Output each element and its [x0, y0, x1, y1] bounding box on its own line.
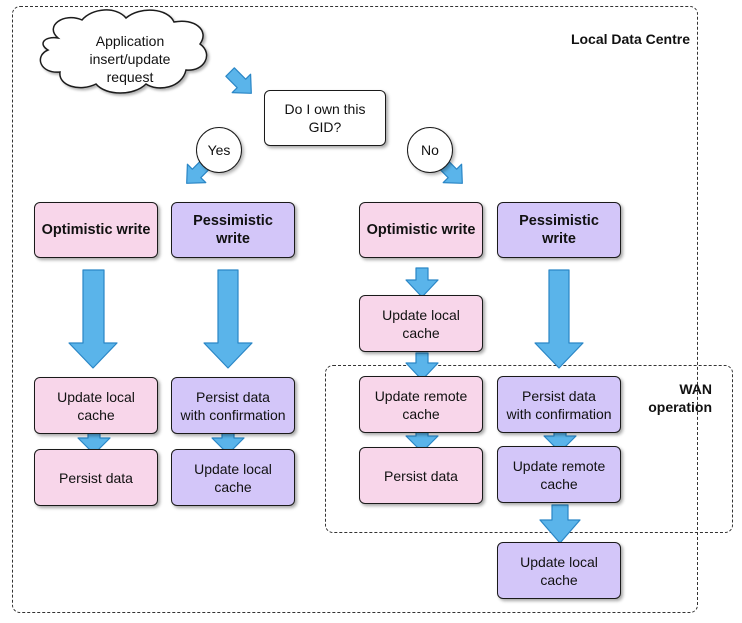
col4-step3-line2: cache [540, 571, 578, 588]
col2-step1-line2: with confirmation [180, 406, 286, 423]
request-line3: request [106, 69, 154, 85]
arrow-col1-big-icon [68, 269, 118, 369]
local-data-centre-frame [12, 6, 698, 613]
col2-update-local-cache: Update local cache [171, 449, 295, 506]
col1-optimistic-write-header: Optimistic write [34, 202, 158, 258]
col4-step3-line1: Update local [520, 553, 598, 570]
col4-step2-line1: Update remote [512, 457, 606, 474]
arrow-col3-top-icon [405, 267, 439, 298]
col3-step1-line1: Update local [382, 306, 460, 323]
decision-line2: GID? [308, 119, 342, 135]
no-badge: No [407, 127, 453, 173]
arrow-col4-bottom-icon [539, 504, 581, 544]
col4-step1-line2: with confirmation [506, 405, 612, 422]
yes-badge: Yes [196, 127, 242, 173]
col3-step1-line2: cache [402, 324, 440, 341]
arrow-col3-mid-icon [405, 352, 439, 381]
col1-step1-line2: cache [77, 406, 115, 423]
col2-header-line1: Pessimistic [193, 213, 273, 229]
col3-step2-line1: Update remote [374, 387, 468, 404]
col3-step2-line2: cache [402, 405, 440, 422]
request-cloud-label: Application insert/update request [60, 32, 200, 86]
col2-header-line2: write [216, 231, 250, 247]
request-line2: insert/update [89, 51, 171, 67]
col3-update-local-cache: Update local cache [359, 295, 483, 352]
local-data-centre-label: Local Data Centre [570, 31, 690, 47]
col4-header-line2: write [542, 231, 576, 247]
col4-step1-line1: Persist data [522, 387, 596, 404]
wan-operation-frame [325, 365, 733, 533]
col3-persist-data: Persist data [359, 447, 483, 504]
col2-step2-line2: cache [214, 478, 252, 495]
col1-persist-data: Persist data [34, 449, 158, 506]
col4-update-local-cache: Update local cache [497, 542, 621, 599]
arrow-cloud-to-decision-icon [225, 67, 252, 94]
wan-operation-label: WAN operation [620, 380, 712, 416]
col2-pessimistic-write-header: Pessimistic write [171, 202, 295, 258]
col3-update-remote-cache: Update remote cache [359, 376, 483, 433]
col2-persist-data-with-confirmation: Persist data with confirmation [171, 377, 295, 434]
decision-box: Do I own this GID? [264, 90, 386, 146]
col3-optimistic-write-header: Optimistic write [359, 202, 483, 258]
col4-update-remote-cache: Update remote cache [497, 446, 621, 503]
wan-label-line1: WAN [679, 381, 712, 397]
arrow-col4-big-icon [534, 269, 584, 369]
col2-step2-line1: Update local [194, 460, 272, 477]
request-cloud-icon [39, 9, 208, 94]
col2-step1-line1: Persist data [196, 388, 270, 405]
decision-line1: Do I own this [284, 101, 366, 117]
col1-step1-line1: Update local [57, 388, 135, 405]
col4-step2-line2: cache [540, 475, 578, 492]
col1-update-local-cache: Update local cache [34, 377, 158, 434]
wan-label-line2: operation [648, 399, 712, 415]
arrow-col2-big-icon [203, 269, 253, 369]
col4-header-line1: Pessimistic [519, 213, 599, 229]
col4-pessimistic-write-header: Pessimistic write [497, 202, 621, 258]
col4-persist-data-with-confirmation: Persist data with confirmation [497, 376, 621, 433]
request-line1: Application [95, 33, 165, 49]
